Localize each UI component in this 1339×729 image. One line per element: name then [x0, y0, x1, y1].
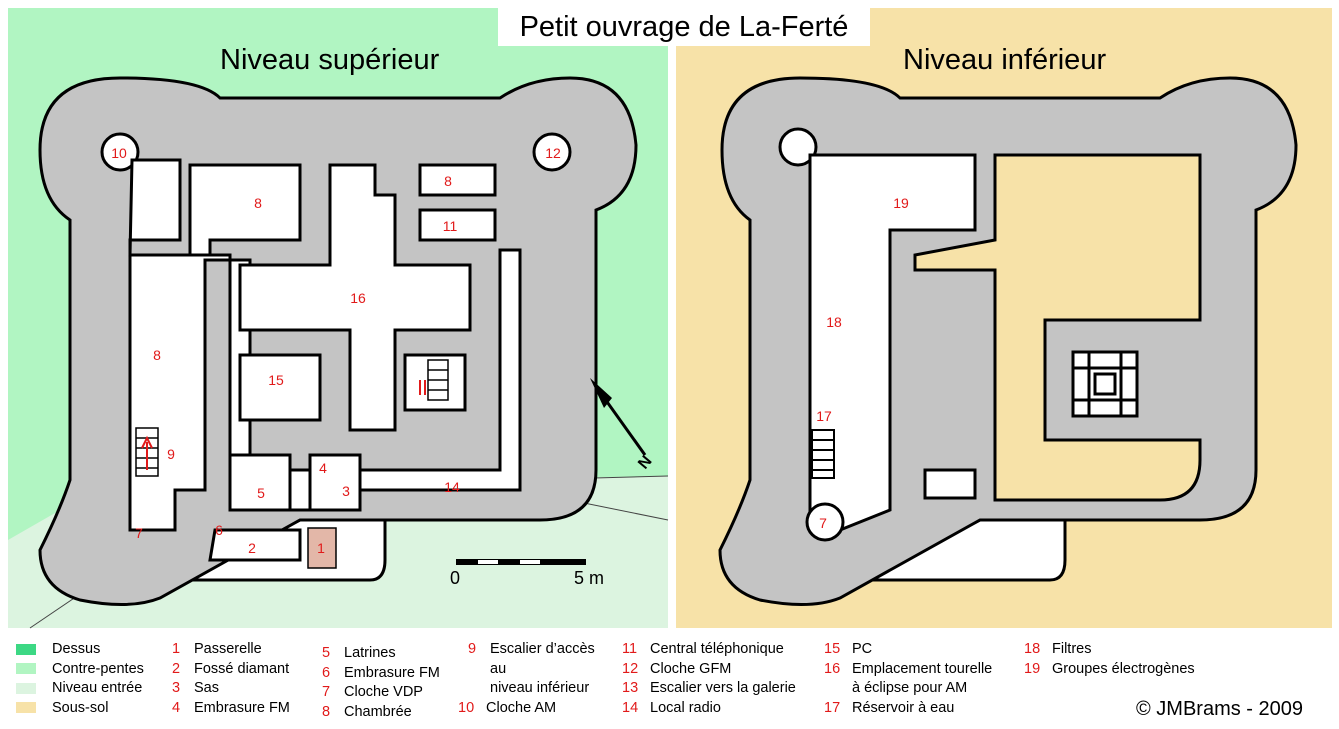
lower-level-title: Niveau inférieur [903, 44, 1107, 76]
plan-label: 5 [257, 485, 265, 501]
legend-swatch-item: Niveau entrée [16, 679, 144, 699]
scale-start: 0 [450, 568, 461, 588]
plan-label: 16 [350, 290, 366, 306]
plan-label: 18 [826, 314, 842, 330]
page-title: Petit ouvrage de La-Ferté [498, 8, 870, 46]
legend-swatches: Dessus Contre-pentes Niveau entrée Sous-… [16, 640, 144, 718]
plan-label: 17 [816, 408, 832, 424]
plan-label: 14 [444, 479, 460, 495]
plan-label: 19 [893, 195, 909, 211]
legend-item: à éclipse pour AM [852, 680, 968, 696]
legend-item: niveau inférieur [490, 680, 590, 696]
plan-label: 9 [167, 446, 175, 462]
plan-label: 10 [111, 145, 127, 161]
swatch-dessus [16, 643, 36, 655]
plan-label: 11 [442, 218, 458, 234]
upper-stair-13 [427, 359, 449, 401]
passerelle [307, 527, 337, 569]
legend-item: au [490, 660, 507, 677]
legend-swatch-item: Dessus [16, 640, 144, 660]
plan-label: 15 [268, 372, 284, 388]
swatch-niveau-entree [16, 682, 36, 694]
lower-stair-17 [811, 429, 835, 479]
plan-label: 4 [319, 460, 327, 476]
plan-label: 6 [215, 522, 223, 538]
lower-earth-fill [913, 153, 1202, 502]
upper-level-title: Niveau supérieur [220, 44, 440, 76]
plan-label: 12 [545, 145, 561, 161]
north-arrow [590, 378, 647, 456]
copyright: © JMBrams - 2009 [1136, 698, 1304, 720]
plan-label: 3 [342, 483, 350, 499]
lower-ditch [859, 518, 1067, 582]
swatch-sous-sol [16, 702, 36, 714]
plan-label: 1 [317, 540, 325, 556]
plan-label: 8 [444, 173, 452, 189]
plan-label: 8 [254, 195, 262, 211]
swatch-contre-pentes [16, 663, 36, 675]
legend-swatch-item: Sous-sol [16, 699, 144, 719]
plan-label: 7 [135, 525, 143, 541]
plan-label: 7 [819, 515, 827, 531]
upper-rooms [100, 132, 572, 562]
legend-swatch-item: Contre-pentes [16, 660, 144, 680]
turret-grid [1071, 350, 1139, 418]
scale-bar [456, 559, 586, 565]
plan-label: 2 [248, 540, 256, 556]
plan-label: 8 [153, 347, 161, 363]
scale-end: 5 m [574, 568, 605, 588]
